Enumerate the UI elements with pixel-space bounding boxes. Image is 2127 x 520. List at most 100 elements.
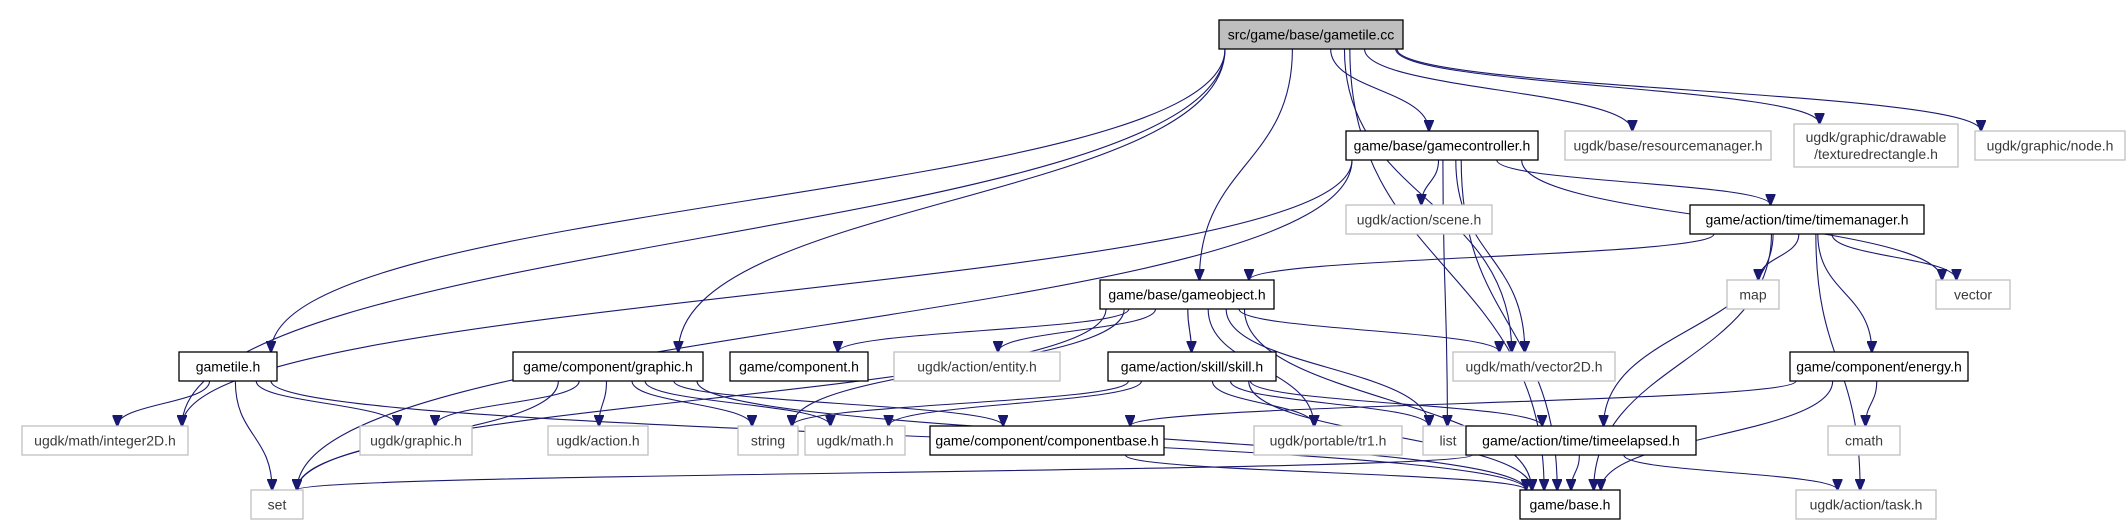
edge-energy_h-to-base_h bbox=[1601, 380, 1834, 490]
edge-gametile_cc-to-resourcemanager_h bbox=[1364, 48, 1633, 131]
edge-timeelapsed_h-to-base_h bbox=[1571, 454, 1580, 490]
node-componentbase-h[interactable]: game/component/componentbase.h bbox=[929, 425, 1165, 456]
node-resourcemanager-h: ugdk/base/resourcemanager.h bbox=[1564, 130, 1772, 161]
edge-gamecontroller_h-to-vector2d_h bbox=[1455, 159, 1525, 352]
node-label: map bbox=[1739, 287, 1766, 303]
node-box bbox=[1519, 489, 1621, 520]
node-ugdk-graphic-h: ugdk/graphic.h bbox=[359, 425, 473, 456]
node-label: game/action/skill/skill.h bbox=[1121, 359, 1263, 375]
node-box bbox=[1218, 19, 1404, 50]
edge-graphic_h-to-ugdk_action_h bbox=[599, 380, 608, 426]
node-label: game/base.h bbox=[1530, 497, 1611, 513]
node-box bbox=[1827, 425, 1901, 456]
node-box bbox=[1253, 425, 1403, 456]
node-label: ugdk/graphic/node.h bbox=[1987, 138, 2114, 154]
node-box bbox=[729, 351, 869, 382]
node-label: ugdk/graphic.h bbox=[370, 433, 462, 449]
node-set: set bbox=[250, 489, 304, 520]
node-label: ugdk/portable/tr1.h bbox=[1270, 433, 1387, 449]
edge-timemanager_h-to-vector bbox=[1831, 233, 1957, 280]
node-label: ugdk/action/entity.h bbox=[917, 359, 1037, 375]
node-label: game/component/energy.h bbox=[1796, 359, 1962, 375]
node-ugdk-math-h: ugdk/math.h bbox=[804, 425, 906, 456]
node-skill-h[interactable]: game/action/skill/skill.h bbox=[1107, 351, 1277, 382]
edge-skill_h-to-string bbox=[792, 380, 1129, 426]
node-label: ugdk/math.h bbox=[816, 433, 893, 449]
node-box bbox=[250, 489, 304, 520]
node-base-h[interactable]: game/base.h bbox=[1519, 489, 1621, 520]
node-cmath: cmath bbox=[1827, 425, 1901, 456]
node-box bbox=[1465, 425, 1697, 456]
node-vector2d-h: ugdk/math/vector2D.h bbox=[1452, 351, 1616, 382]
node-box bbox=[359, 425, 473, 456]
node-timeelapsed-h[interactable]: game/action/time/timeelapsed.h bbox=[1465, 425, 1697, 456]
edge-graphic_h-to-string bbox=[631, 380, 752, 426]
node-box bbox=[21, 425, 189, 456]
edge-gametile_cc-to-gametile_h bbox=[271, 48, 1226, 352]
edge-gametile_cc-to-graphic_h bbox=[678, 48, 1226, 352]
node-energy-h[interactable]: game/component/energy.h bbox=[1789, 351, 1969, 382]
node-scene-h: ugdk/action/scene.h bbox=[1345, 204, 1493, 235]
node-box bbox=[1935, 279, 2011, 310]
node-label: gametile.h bbox=[196, 359, 261, 375]
node-label: ugdk/base/resourcemanager.h bbox=[1573, 138, 1762, 154]
node-box bbox=[804, 425, 906, 456]
node-box bbox=[1789, 351, 1969, 382]
edge-graphic_h-to-componentbase_h bbox=[673, 380, 1003, 426]
node-label: game/component/graphic.h bbox=[523, 359, 693, 375]
node-entity-h: ugdk/action/entity.h bbox=[893, 351, 1061, 382]
node-box bbox=[1452, 351, 1616, 382]
node-box bbox=[1422, 425, 1474, 456]
edge-gameobject_h-to-component_h bbox=[838, 308, 1130, 352]
node-label: set bbox=[268, 497, 287, 513]
node-graphic-h[interactable]: game/component/graphic.h bbox=[512, 351, 704, 382]
edge-gameobject_h-to-vector2d_h bbox=[1238, 308, 1499, 352]
node-tr1-h: ugdk/portable/tr1.h bbox=[1253, 425, 1403, 456]
node-map: map bbox=[1726, 279, 1780, 310]
edge-componentbase_h-to-base_h bbox=[1124, 454, 1526, 490]
node-timemanager-h[interactable]: game/action/time/timemanager.h bbox=[1689, 204, 1925, 235]
node-label: ugdk/graphic/drawable bbox=[1806, 129, 1947, 145]
edge-graphic_h-to-ugdk_graphic_h bbox=[435, 380, 580, 426]
node-label: game/component/componentbase.h bbox=[935, 433, 1158, 449]
node-box bbox=[1689, 204, 1925, 235]
edge-energy_h-to-cmath bbox=[1866, 380, 1878, 426]
edge-gametile_h-to-integer2d_h bbox=[117, 380, 211, 426]
node-label: game/base/gameobject.h bbox=[1108, 287, 1265, 303]
node-label: ugdk/math/vector2D.h bbox=[1466, 359, 1603, 375]
edge-gametile_h-to-ugdk_graphic_h bbox=[255, 380, 397, 426]
node-string: string bbox=[737, 425, 799, 456]
node-box bbox=[893, 351, 1061, 382]
node-gamecontroller-h[interactable]: game/base/gamecontroller.h bbox=[1345, 130, 1539, 161]
node-box bbox=[1726, 279, 1780, 310]
edge-timemanager_h-to-energy_h bbox=[1817, 233, 1872, 352]
node-box bbox=[1795, 489, 1937, 520]
node-gameobject-h[interactable]: game/base/gameobject.h bbox=[1099, 279, 1275, 310]
node-gametile-cc[interactable]: src/game/base/gametile.cc bbox=[1218, 19, 1404, 50]
edge-gameobject_h-to-base_h bbox=[1243, 308, 1531, 490]
node-box bbox=[1345, 130, 1539, 161]
node-box bbox=[1345, 204, 1493, 235]
edge-skill_h-to-ugdk_math_h bbox=[889, 380, 1142, 426]
edge-gameobject_h-to-skill_h bbox=[1188, 308, 1192, 352]
node-integer2d-h: ugdk/math/integer2D.h bbox=[21, 425, 189, 456]
node-component-h[interactable]: game/component.h bbox=[729, 351, 869, 382]
edge-gameobject_h-to-set bbox=[297, 308, 1107, 490]
node-box bbox=[1793, 123, 1959, 168]
node-label: string bbox=[751, 433, 785, 449]
edge-graphic_h-to-ugdk_math_h bbox=[644, 380, 830, 426]
node-box bbox=[737, 425, 799, 456]
node-label: /texturedrectangle.h bbox=[1814, 146, 1938, 162]
edge-timeelapsed_h-to-task_h bbox=[1623, 454, 1838, 490]
edge-timemanager_h-to-map bbox=[1758, 233, 1800, 280]
node-box bbox=[178, 351, 278, 382]
node-label: game/component.h bbox=[739, 359, 859, 375]
node-list: list bbox=[1422, 425, 1474, 456]
edge-gameobject_h-to-list bbox=[1225, 308, 1429, 426]
node-label: game/base/gamecontroller.h bbox=[1354, 138, 1531, 154]
edge-timemanager_h-to-timeelapsed_h bbox=[1604, 233, 1774, 426]
edge-gamecontroller_h-to-list bbox=[1442, 159, 1448, 426]
edge-gametile_cc-to-base_h bbox=[1349, 48, 1544, 490]
node-box bbox=[1564, 130, 1772, 161]
node-gametile-h[interactable]: gametile.h bbox=[178, 351, 278, 382]
